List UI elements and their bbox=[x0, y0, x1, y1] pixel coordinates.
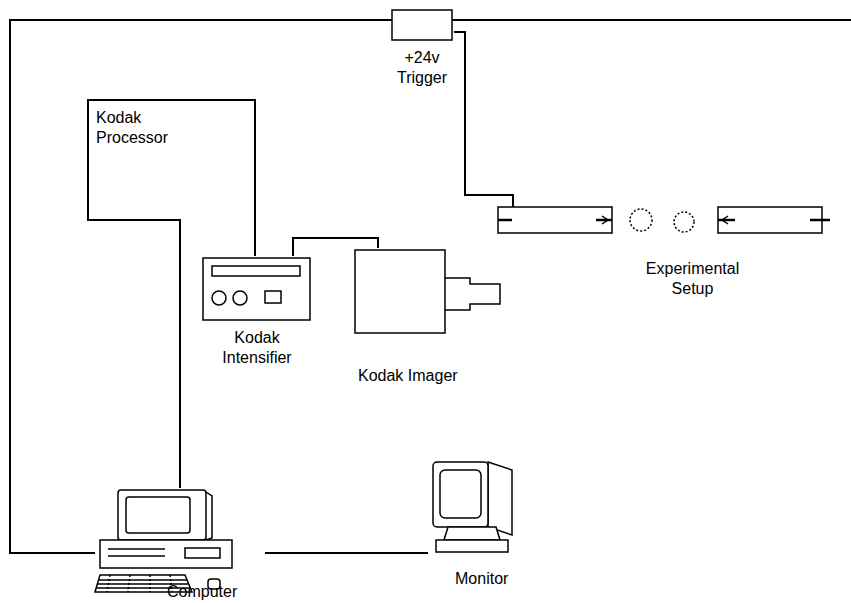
wire-connector bbox=[265, 553, 428, 554]
device-label: Kodak Imager bbox=[358, 366, 458, 386]
part-label: Kodak Processor bbox=[96, 108, 181, 148]
wire-connector bbox=[10, 20, 392, 553]
imager-drawing bbox=[355, 250, 500, 333]
device-node: Experimental Setup bbox=[495, 207, 825, 307]
device-label: Experimental Setup bbox=[630, 259, 755, 299]
experimental-setup-drawing bbox=[498, 207, 830, 233]
monitor-drawing bbox=[433, 462, 512, 552]
device-node: Computer bbox=[95, 488, 265, 603]
device-node: +24v Trigger bbox=[392, 10, 454, 95]
wire-connector bbox=[88, 100, 255, 488]
device-node: Monitor bbox=[428, 455, 538, 595]
intensifier-drawing bbox=[203, 258, 310, 320]
device-node: Kodak Imager bbox=[352, 248, 504, 388]
device-label: Computer bbox=[167, 582, 237, 602]
device-label: Monitor bbox=[455, 569, 508, 589]
device-node: Kodak Intensifier bbox=[198, 256, 316, 372]
device-label: +24v Trigger bbox=[392, 48, 452, 88]
trigger-box bbox=[392, 10, 452, 40]
computer-drawing bbox=[95, 490, 232, 592]
device-label: Kodak Intensifier bbox=[207, 328, 307, 368]
trigger-wire bbox=[452, 19, 851, 21]
wire-connector bbox=[293, 238, 378, 256]
wire-connector bbox=[454, 32, 513, 207]
